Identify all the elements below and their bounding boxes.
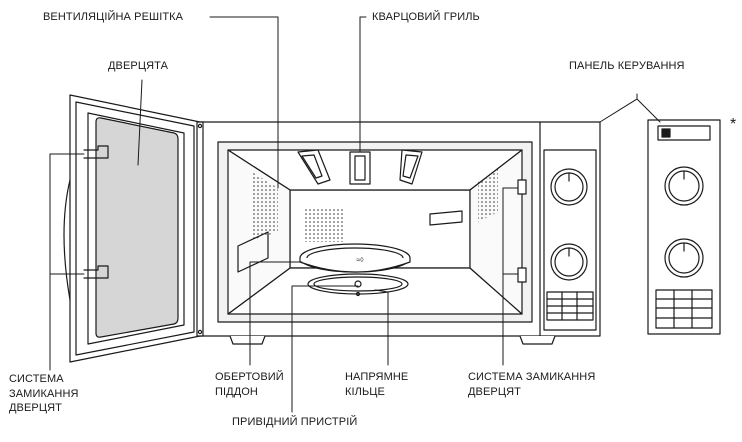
- foot-left: [229, 335, 266, 345]
- label-quartz-grill: КВАРЦОВИЙ ГРИЛЬ: [372, 11, 480, 23]
- quartz-grill-elements: [297, 149, 423, 185]
- label-door-latch-right: СИСТЕМА ЗАМИКАННЯ ДВЕРЦЯТ: [468, 371, 596, 398]
- label-vent-grille: ВЕНТИЛЯЦІЙНА РЕШІТКА: [43, 11, 184, 23]
- label-door-latch-left: СИСТЕМА ЗАМИКАННЯ ДВЕРЦЯТ: [9, 373, 79, 414]
- door: [63, 94, 201, 363]
- turntable: [299, 243, 411, 273]
- label-drive-coupling: ПРИВІДНИЙ ПРИСТРІЙ: [232, 416, 358, 428]
- vent-grille-right: [478, 168, 498, 222]
- latch-slot-top: [517, 179, 527, 195]
- leader-lines: [49, 16, 661, 413]
- turntable-logo: ≈◊: [356, 257, 364, 264]
- oven-cavity: [217, 141, 533, 323]
- control-panel-alt: [647, 119, 721, 335]
- label-turntable: ОБЕРТОВИЙ ПІДДОН: [215, 371, 284, 398]
- label-asterisk: *: [730, 116, 737, 133]
- latch-slot-bottom: [517, 267, 527, 283]
- label-door: ДВЕРЦЯТА: [108, 60, 169, 72]
- door-window: [95, 117, 179, 338]
- waveguide-cover: [429, 210, 463, 226]
- foot-right: [519, 335, 556, 345]
- vent-grille-left: [252, 172, 278, 240]
- control-panel: [543, 149, 597, 331]
- label-control-panel: ПАНЕЛЬ КЕРУВАННЯ: [569, 60, 685, 72]
- door-hooks: [83, 145, 109, 279]
- label-roller-ring: НАПРЯМНЕ КІЛЬЦЕ: [345, 371, 409, 398]
- vent-grille-back: [303, 208, 345, 242]
